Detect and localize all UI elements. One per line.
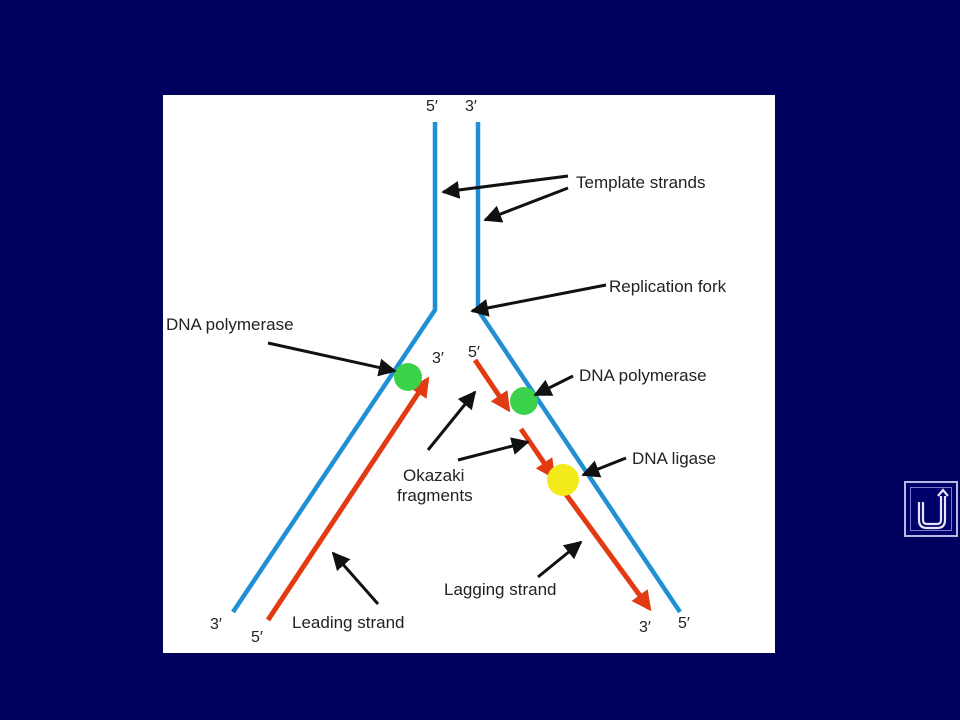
end-label-leading-fork: 3′ — [432, 350, 444, 367]
label-dna-polymerase-right: DNA polymerase — [579, 366, 707, 385]
return-button-frame — [910, 487, 952, 531]
end-label-lagging-bottom: 3′ — [639, 619, 651, 636]
label-okazaki-line1: Okazaki — [403, 466, 464, 485]
end-label-template-right-top: 3′ — [465, 98, 477, 115]
label-replication-fork: Replication fork — [609, 277, 727, 296]
pointer-replication-fork — [470, 283, 607, 317]
pointer-lagging-strand — [537, 540, 583, 579]
pointer-okazaki-1 — [426, 390, 477, 451]
template-strand-left — [231, 122, 438, 614]
label-dna-ligase: DNA ligase — [632, 449, 716, 468]
end-label-left-bottom: 3′ — [210, 616, 222, 633]
pointer-template-right — [483, 186, 569, 223]
label-leading-strand: Leading strand — [292, 613, 404, 632]
label-okazaki-line2: fragments — [397, 486, 473, 505]
okazaki-fragment-3 — [562, 491, 652, 612]
dna-polymerase-right-blob — [510, 387, 538, 415]
pointer-okazaki-2 — [457, 437, 530, 462]
label-dna-polymerase-left: DNA polymerase — [166, 315, 294, 334]
return-button[interactable] — [904, 481, 958, 537]
end-label-leading-bottom: 5′ — [251, 629, 263, 646]
pointer-template-left — [441, 174, 569, 199]
dna-replication-diagram: 5′ 3′ 3′ 5′ 3′ 5′ 3′ 5′ Template strands… — [163, 95, 775, 653]
pointer-polymerase-left — [267, 341, 397, 377]
okazaki-fragment-2 — [518, 427, 556, 480]
dna-ligase-blob — [547, 464, 579, 496]
leading-strand — [265, 376, 430, 622]
label-lagging-strand: Lagging strand — [444, 580, 556, 599]
end-label-lagging-fork: 5′ — [468, 344, 480, 361]
end-label-template-left-top: 5′ — [426, 98, 438, 115]
okazaki-fragment-1 — [472, 358, 511, 413]
end-label-right-bottom: 5′ — [678, 615, 690, 632]
label-template-strands: Template strands — [576, 173, 705, 192]
dna-polymerase-left-blob — [394, 363, 422, 391]
pointer-polymerase-right — [533, 374, 574, 397]
pointer-leading-strand — [331, 551, 380, 605]
u-turn-return-icon — [917, 488, 949, 530]
pointer-dna-ligase — [581, 456, 627, 478]
